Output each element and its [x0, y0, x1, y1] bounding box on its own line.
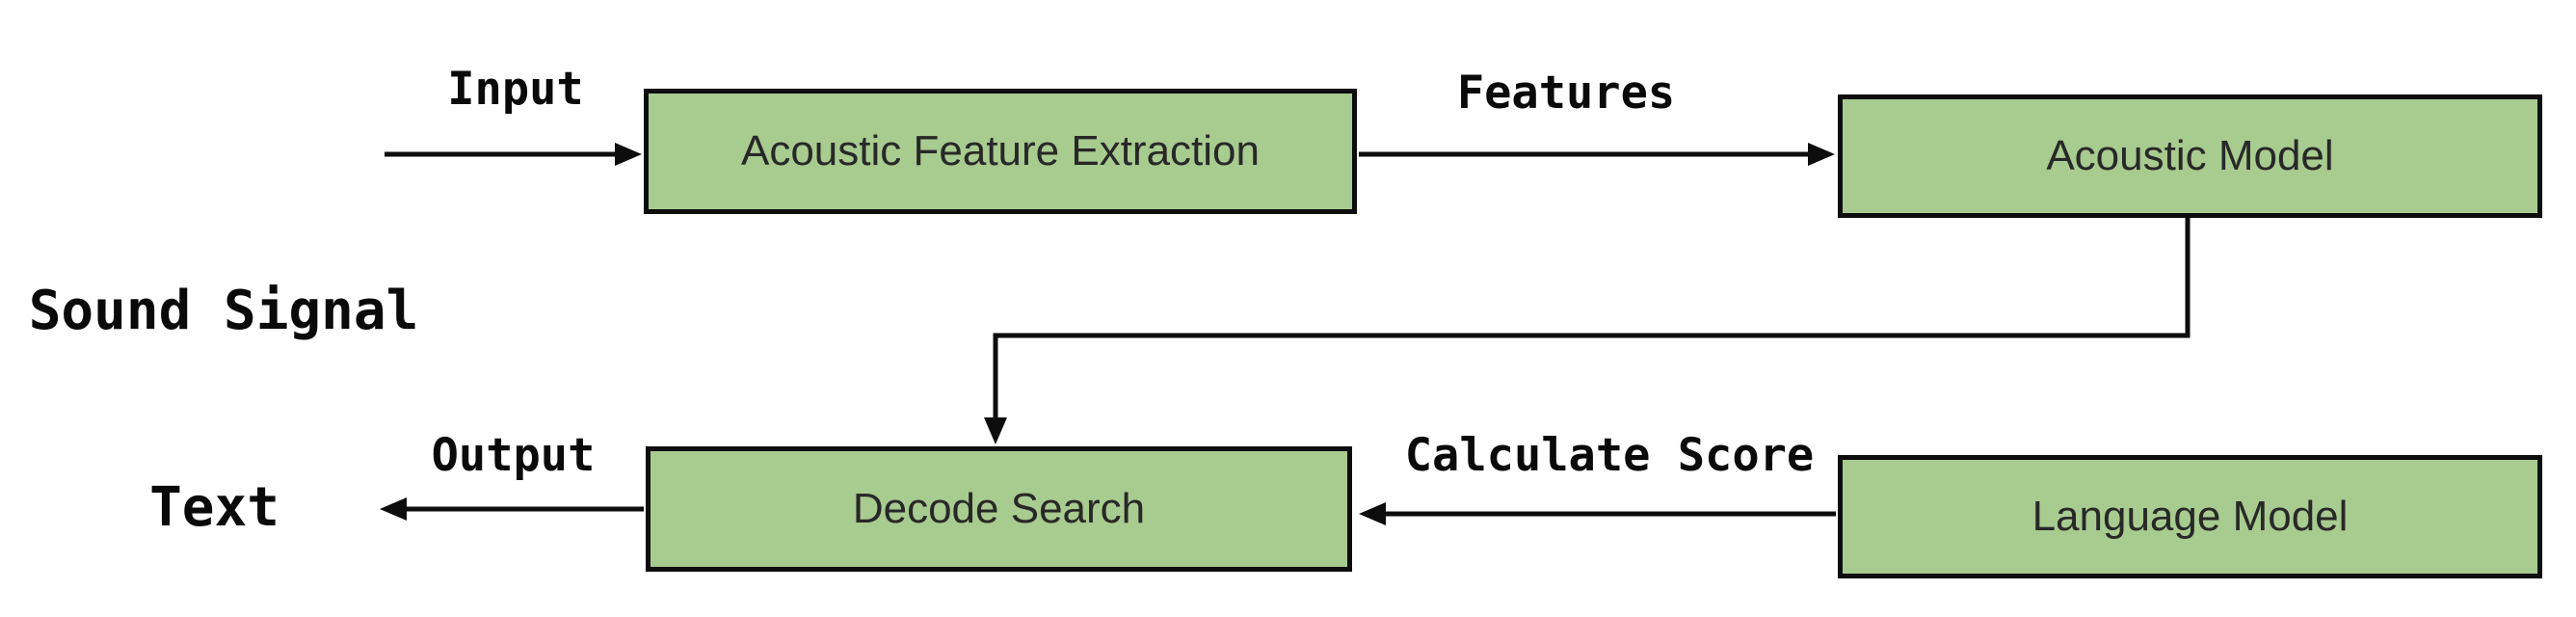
sound-waveform-icon: [53, 12, 385, 248]
input-arrow: [385, 143, 642, 166]
calculate-score-edge-label: Calculate Score: [1404, 429, 1815, 482]
input-edge-label: Input: [447, 63, 584, 116]
output-arrow: [380, 497, 644, 521]
features-arrow: [1359, 143, 1835, 166]
features-edge-label: Features: [1456, 67, 1676, 120]
node-acoustic-feature-extraction-label: Acoustic Feature Extraction: [740, 127, 1260, 174]
calculate-score-arrow: [1359, 502, 1836, 525]
acoustic-model-to-decode-search-connector: [984, 218, 2191, 444]
node-language-model: Language Model: [1838, 455, 2542, 578]
text-output-label: Text: [149, 476, 279, 539]
node-decode-search: Decode Search: [646, 446, 1352, 572]
output-edge-label: Output: [431, 429, 596, 482]
node-acoustic-feature-extraction: Acoustic Feature Extraction: [644, 89, 1357, 214]
sound-waveform-svg: [56, 15, 381, 244]
node-language-model-label: Language Model: [2032, 493, 2349, 540]
sound-signal-label: Sound Signal: [28, 280, 419, 342]
node-acoustic-model-label: Acoustic Model: [2046, 132, 2334, 179]
node-acoustic-model: Acoustic Model: [1838, 94, 2542, 218]
node-decode-search-label: Decode Search: [852, 485, 1146, 532]
